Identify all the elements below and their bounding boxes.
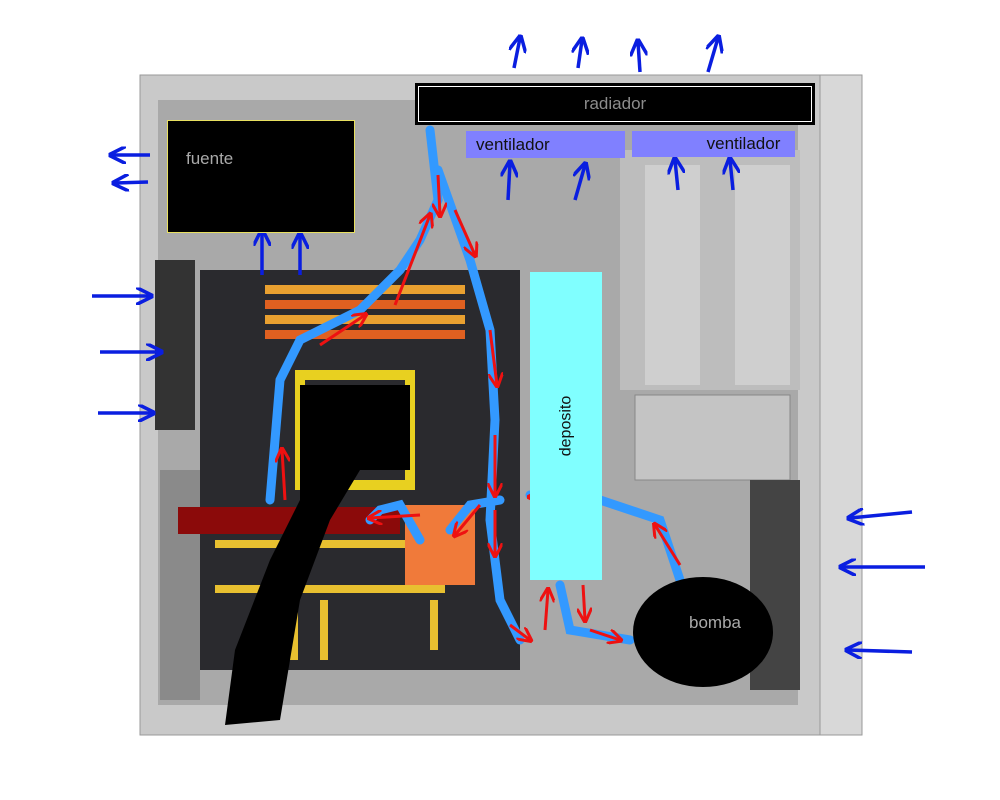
reservoir: deposito xyxy=(530,272,602,580)
power-supply-label: fuente xyxy=(186,149,234,168)
pump-label: bomba xyxy=(689,613,741,632)
pump xyxy=(633,577,773,687)
reservoir-label: deposito xyxy=(557,395,574,457)
fan-right: ventilador xyxy=(632,131,795,157)
flow-arrows xyxy=(282,174,682,640)
fan-left-label: ventilador xyxy=(476,134,550,154)
radiator: radiador xyxy=(415,83,815,125)
radiator-label: radiador xyxy=(583,94,647,113)
fan-right-label: ventilador xyxy=(706,134,781,153)
airflow-arrows xyxy=(92,38,925,652)
pump-label-wrap: bomba xyxy=(670,610,760,636)
fan-left: ventilador xyxy=(466,131,625,158)
power-supply: fuente xyxy=(167,120,355,233)
scribble-blob xyxy=(225,385,410,725)
